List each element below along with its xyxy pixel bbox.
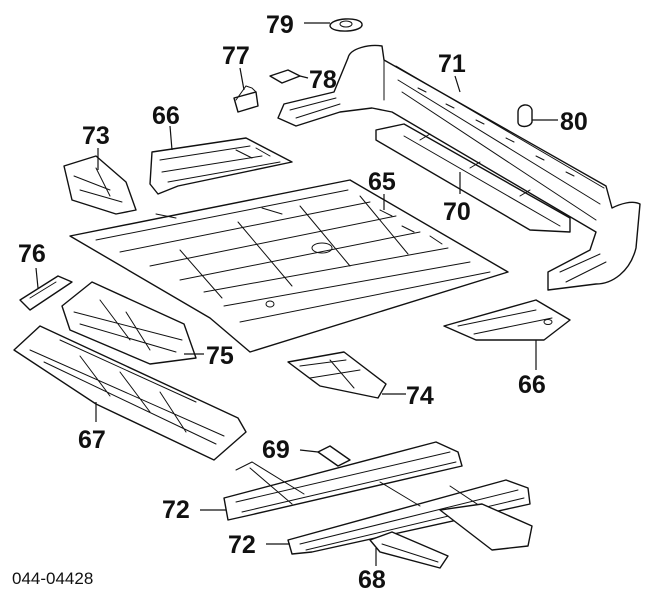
callout-69: 69 bbox=[262, 436, 290, 464]
callout-73: 73 bbox=[82, 122, 110, 150]
leader-77 bbox=[239, 67, 245, 91]
callout-71: 71 bbox=[438, 50, 466, 78]
part-68-bracket bbox=[369, 531, 449, 569]
leader-66-top bbox=[169, 125, 173, 151]
leader-69 bbox=[299, 449, 319, 453]
callout-78: 78 bbox=[309, 66, 337, 94]
callout-70: 70 bbox=[443, 198, 471, 226]
part-66-upper-pan bbox=[149, 137, 293, 195]
callout-66-top: 66 bbox=[152, 102, 180, 130]
part-80-clip bbox=[517, 104, 533, 128]
part-71-rear-panel bbox=[277, 44, 641, 291]
callout-65: 65 bbox=[368, 168, 396, 196]
part-73-bracket bbox=[63, 155, 137, 215]
callout-80: 80 bbox=[560, 108, 588, 136]
leader-78 bbox=[299, 75, 309, 79]
callout-66-right: 66 bbox=[518, 371, 546, 399]
part-78-pad bbox=[269, 69, 301, 84]
callout-75: 75 bbox=[206, 342, 234, 370]
part-70-crossmember bbox=[375, 123, 571, 233]
callout-68: 68 bbox=[358, 566, 386, 594]
callout-72-upper: 72 bbox=[162, 496, 190, 524]
callout-74: 74 bbox=[406, 382, 434, 410]
callout-79: 79 bbox=[266, 11, 294, 39]
callout-76: 76 bbox=[18, 240, 46, 268]
part-77-plug bbox=[233, 85, 259, 113]
callout-67: 67 bbox=[78, 426, 106, 454]
leader-71 bbox=[454, 75, 461, 93]
reference-code: 044-04428 bbox=[12, 569, 93, 588]
part-74-reinforcement bbox=[287, 351, 387, 399]
part-65-floor-pan bbox=[69, 179, 509, 353]
part-69-bracket bbox=[317, 445, 351, 467]
leader-76 bbox=[35, 267, 39, 289]
part-76-bracket bbox=[19, 275, 73, 311]
part-72-frame-rails bbox=[223, 441, 533, 555]
callout-77: 77 bbox=[222, 42, 250, 70]
part-75-side-member bbox=[61, 281, 197, 365]
part-79-clip bbox=[329, 18, 363, 32]
callout-72-lower: 72 bbox=[228, 531, 256, 559]
part-66-right-pan bbox=[443, 299, 571, 341]
